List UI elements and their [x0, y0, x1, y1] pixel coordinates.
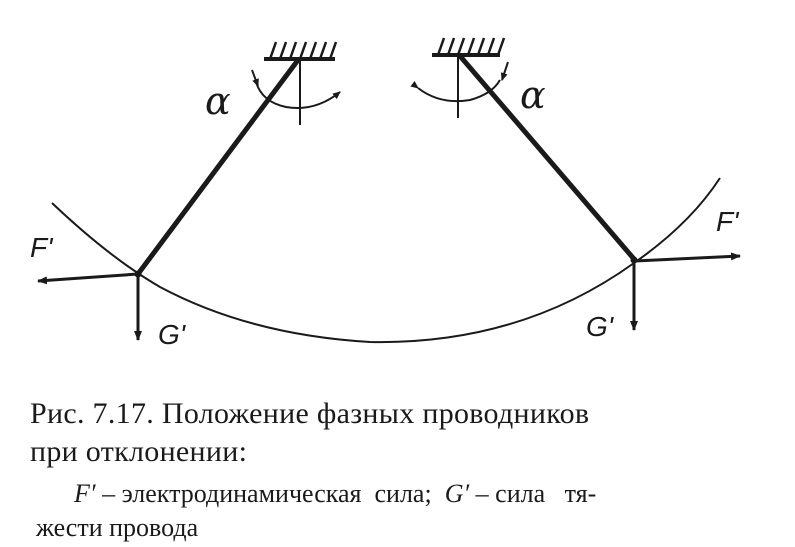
alpha-right-label: α: [520, 73, 546, 117]
left-conductor-rod: [135, 57, 301, 277]
conductor-deflection-diagram: α α F' F' G' G': [30, 37, 741, 350]
legend-G-text: – сила тя-: [469, 479, 597, 508]
right-angle-arc: [410, 79, 501, 103]
left-support: [264, 41, 338, 125]
right-support: [432, 37, 506, 118]
caption-legend: F′ – электродинамическая сила; G′ – сила…: [74, 478, 596, 510]
right-F-arrow: [633, 252, 741, 263]
left-node: [134, 270, 142, 278]
left-angle-arc: [255, 81, 341, 109]
wire-curve: [51, 177, 721, 344]
legend-F-symbol: F′: [74, 479, 96, 508]
right-node: [630, 256, 638, 264]
F-right-label: F': [716, 206, 740, 237]
legend-G-symbol: G′: [444, 479, 470, 508]
left-angle-arc-tick: [251, 69, 259, 87]
G-left-label: G': [158, 319, 187, 350]
caption-line-2: при отклонении:: [30, 435, 248, 468]
F-left-label: F': [30, 232, 54, 263]
caption-line-1: Рис. 7.17. Положение фазных проводников: [30, 397, 590, 430]
right-angle-arc-tick: [500, 61, 509, 81]
caption-legend-line-2: жести провода: [36, 513, 199, 542]
legend-F-text: – электродинамическая сила;: [95, 479, 445, 508]
left-F-arrow: [37, 272, 139, 285]
right-conductor-rod: [457, 53, 637, 262]
alpha-left-label: α: [205, 79, 231, 123]
G-right-label: G': [586, 311, 615, 342]
figure-caption: Рис. 7.17. Положение фазных проводников …: [30, 395, 775, 542]
